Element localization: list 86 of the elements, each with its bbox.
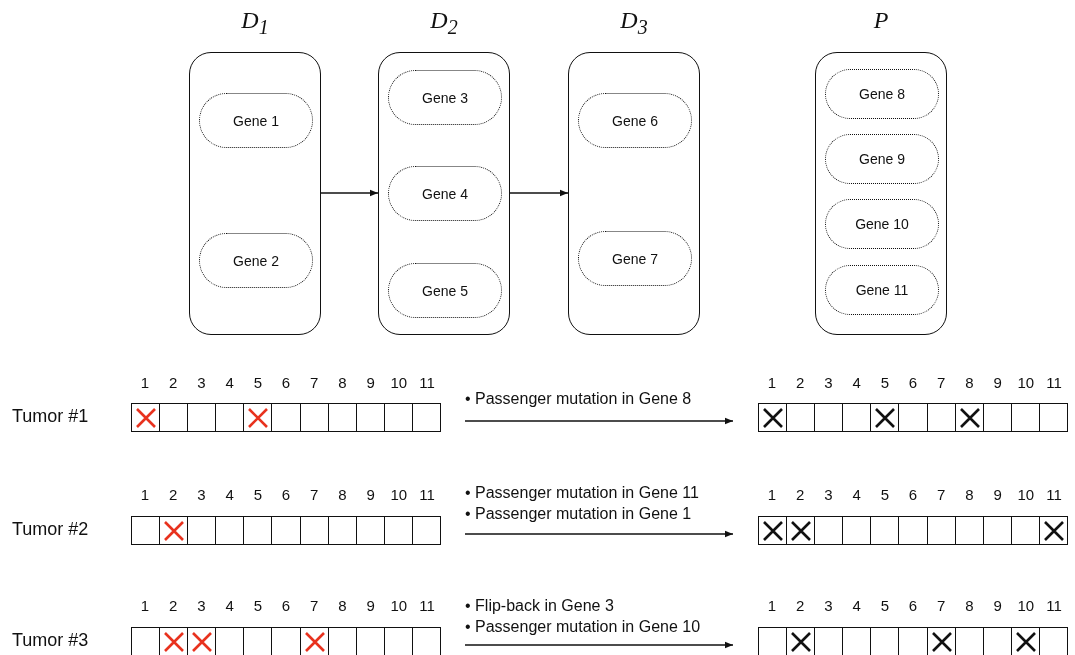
column-number: 2 (168, 374, 179, 391)
column-number: 9 (992, 374, 1003, 391)
column-number: 1 (766, 597, 778, 614)
event-note: • Flip-back in Gene 3 (465, 597, 614, 615)
column-number: 5 (879, 486, 890, 503)
column-number: 4 (224, 597, 235, 614)
column-number: 10 (1016, 486, 1036, 503)
column-number: 3 (823, 486, 834, 503)
column-number: 11 (1045, 486, 1063, 503)
column-number: 7 (309, 597, 320, 614)
column-number: 10 (389, 374, 409, 391)
column-number: 8 (964, 486, 975, 503)
arrow (320, 189, 379, 197)
column-number: 4 (851, 597, 862, 614)
column-number: 6 (907, 486, 919, 503)
gene-state-strip (758, 627, 1068, 655)
group-heading: D$_{1}$ (240, 7, 270, 39)
column-number: 6 (280, 597, 292, 614)
column-number: 1 (139, 374, 151, 391)
column-number: 11 (1045, 597, 1063, 614)
column-number: 5 (252, 374, 263, 391)
group-heading: P (872, 7, 890, 34)
column-number: 5 (879, 374, 890, 391)
column-number: 8 (337, 486, 348, 503)
column-number: 9 (365, 374, 376, 391)
column-number: 11 (418, 597, 436, 614)
column-number: 4 (851, 374, 862, 391)
column-number: 7 (936, 374, 947, 391)
column-number: 7 (309, 486, 320, 503)
column-number: 8 (964, 374, 975, 391)
column-number: 4 (851, 486, 862, 503)
column-number: 11 (1045, 374, 1063, 391)
column-number: 6 (280, 486, 292, 503)
column-number: 9 (992, 486, 1003, 503)
event-note: • Passenger mutation in Gene 11 (465, 484, 699, 502)
arrow (464, 530, 734, 538)
column-number: 3 (196, 486, 207, 503)
column-number: 7 (936, 486, 947, 503)
column-number: 3 (196, 374, 207, 391)
column-number: 10 (389, 597, 409, 614)
column-number: 2 (795, 486, 806, 503)
column-number: 11 (418, 374, 436, 391)
row-label: Tumor #1 (12, 406, 89, 427)
column-number: 3 (196, 597, 207, 614)
column-number: 4 (224, 374, 235, 391)
row-label: Tumor #3 (12, 630, 89, 651)
column-number: 1 (766, 486, 778, 503)
column-number: 1 (766, 374, 778, 391)
column-number: 3 (823, 597, 834, 614)
column-number: 6 (280, 374, 292, 391)
column-number: 7 (936, 597, 947, 614)
column-number: 5 (252, 597, 263, 614)
column-number: 6 (907, 374, 919, 391)
column-number: 6 (907, 597, 919, 614)
group-heading: D$_{3}$ (619, 7, 649, 39)
column-number: 10 (389, 486, 409, 503)
column-number: 8 (337, 597, 348, 614)
column-number: 8 (964, 597, 975, 614)
row-label: Tumor #2 (12, 519, 89, 540)
arrow (509, 189, 569, 197)
column-number: 9 (365, 486, 376, 503)
group-heading: D$_{2}$ (429, 7, 459, 39)
gene-state-strip (131, 403, 441, 432)
column-number: 2 (795, 374, 806, 391)
gene-state-strip (131, 627, 441, 655)
column-number: 5 (252, 486, 263, 503)
column-number: 4 (224, 486, 235, 503)
column-number: 9 (992, 597, 1003, 614)
column-number: 1 (139, 597, 151, 614)
column-number: 3 (823, 374, 834, 391)
column-number: 7 (309, 374, 320, 391)
gene-state-strip (131, 516, 441, 545)
column-number: 5 (879, 597, 890, 614)
arrow (464, 641, 734, 649)
column-number: 9 (365, 597, 376, 614)
column-number: 11 (418, 486, 436, 503)
gene-state-strip (758, 403, 1068, 432)
column-number: 1 (139, 486, 151, 503)
column-number: 2 (168, 597, 179, 614)
column-number: 10 (1016, 597, 1036, 614)
gene-state-strip (758, 516, 1068, 545)
arrow (464, 417, 734, 425)
column-number: 2 (795, 597, 806, 614)
column-number: 2 (168, 486, 179, 503)
column-number: 10 (1016, 374, 1036, 391)
column-number: 8 (337, 374, 348, 391)
